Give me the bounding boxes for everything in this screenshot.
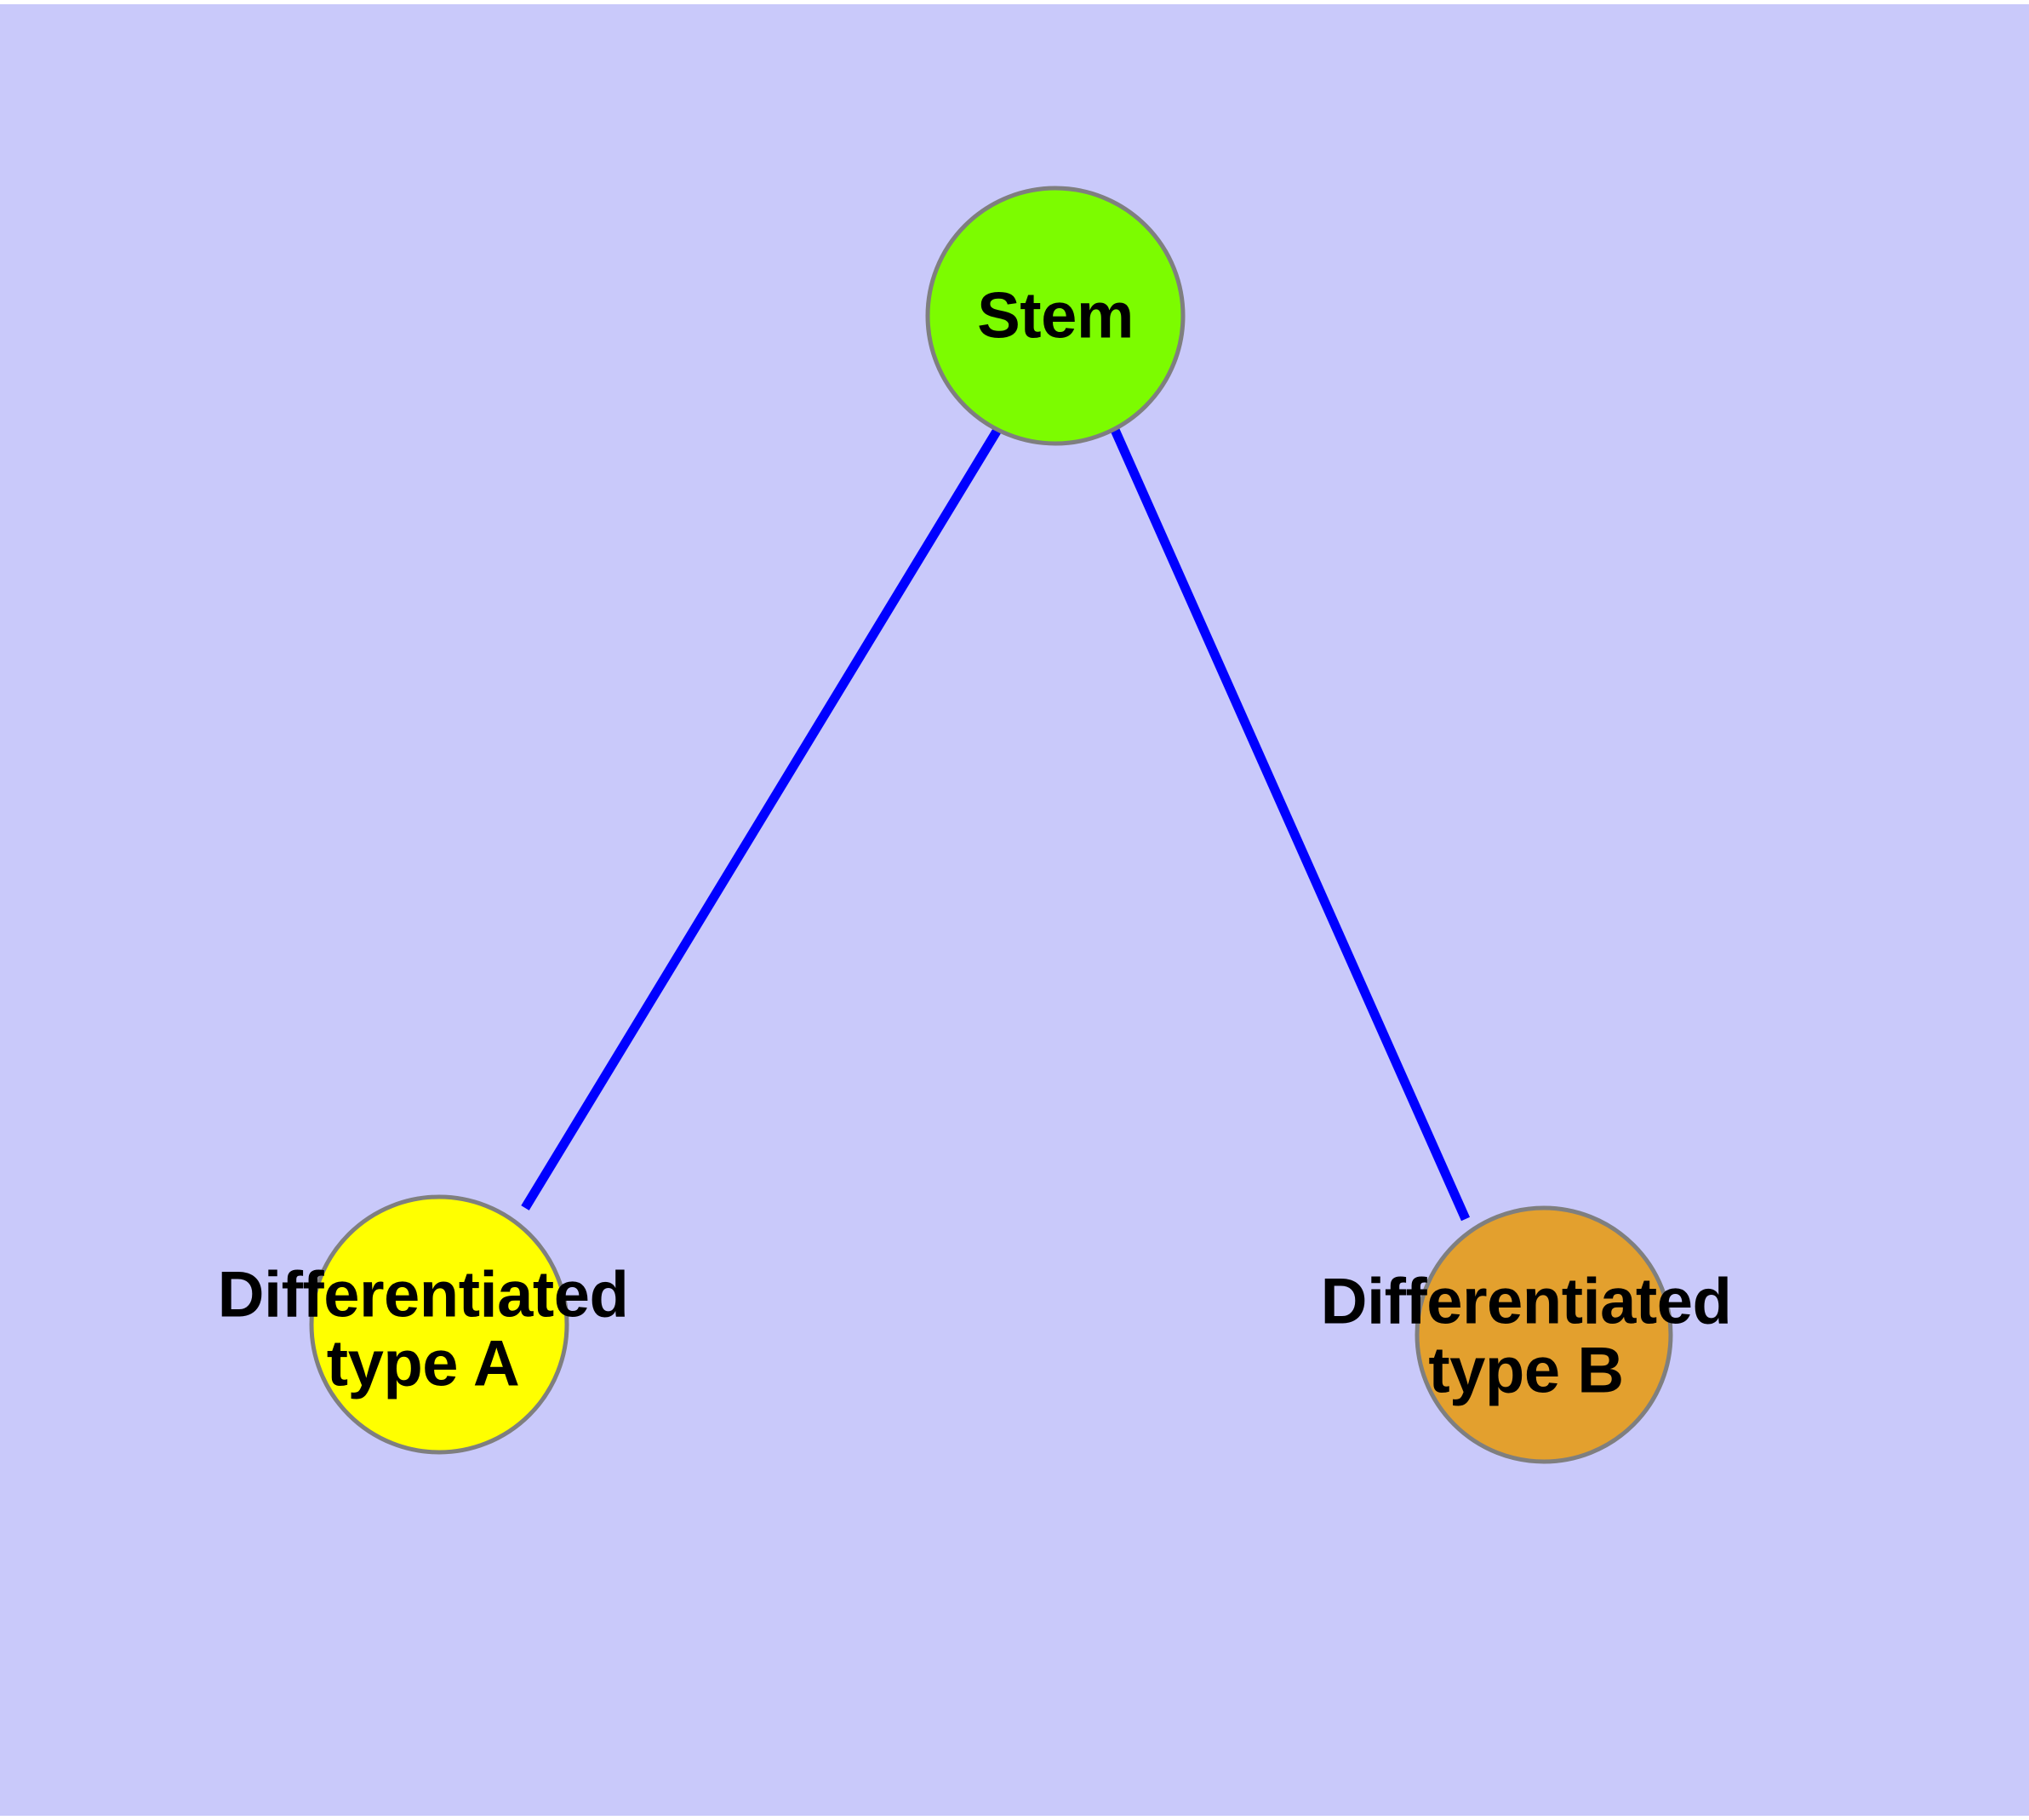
graph-node-diff_a[interactable] bbox=[309, 1194, 569, 1455]
graph-edge-stem-diff_b bbox=[1110, 427, 1471, 1222]
nodes-group bbox=[309, 186, 1673, 1464]
graph-node-stem[interactable] bbox=[925, 186, 1186, 446]
edges-group bbox=[521, 427, 1471, 1222]
graph-edge-stem-diff_a bbox=[521, 427, 1002, 1210]
graph-node-diff_b[interactable] bbox=[1415, 1205, 1673, 1464]
